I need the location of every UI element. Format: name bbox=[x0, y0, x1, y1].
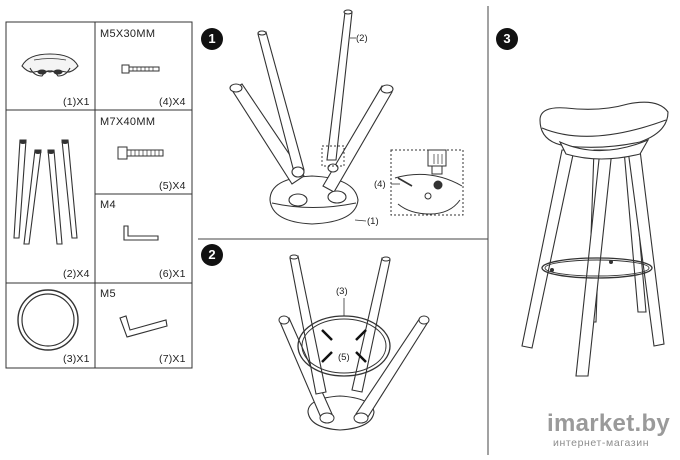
spec-m5: M5 bbox=[100, 288, 116, 300]
callout-ring: (3) bbox=[336, 286, 348, 297]
spec-m7x40: M7X40MM bbox=[100, 116, 156, 128]
caption-ring: (3)X1 bbox=[63, 353, 90, 365]
caption-screw-short: (4)X4 bbox=[159, 96, 186, 108]
caption-wrench-m5: (7)X1 bbox=[159, 353, 186, 365]
spec-m5x30: M5X30MM bbox=[100, 28, 156, 40]
callout-screw-5: (5) bbox=[338, 352, 350, 363]
step-1-badge: 1 bbox=[201, 28, 223, 50]
watermark-brand: imarket.by bbox=[547, 410, 671, 437]
callout-screw-4: (4) bbox=[374, 179, 386, 190]
callout-seat: (1) bbox=[367, 216, 379, 227]
callout-leg: (2) bbox=[356, 33, 368, 44]
bolt-short-icon bbox=[121, 64, 160, 74]
bolt-long-icon bbox=[117, 146, 164, 160]
step-3-badge: 3 bbox=[496, 28, 518, 50]
step-2-badge: 2 bbox=[201, 244, 223, 266]
caption-wrench-m4: (6)X1 bbox=[159, 268, 186, 280]
spec-m4: M4 bbox=[100, 199, 116, 211]
caption-legs: (2)X4 bbox=[63, 268, 90, 280]
legs-icon bbox=[13, 139, 78, 245]
allen-key-m4-icon bbox=[123, 225, 159, 241]
seat-icon bbox=[21, 53, 79, 77]
caption-seat: (1)X1 bbox=[63, 96, 90, 108]
ring-icon bbox=[17, 289, 79, 351]
watermark-subtitle: интернет-магазин bbox=[553, 437, 650, 449]
allen-key-m5-icon bbox=[119, 315, 168, 338]
caption-screw-long: (5)X4 bbox=[159, 180, 186, 192]
